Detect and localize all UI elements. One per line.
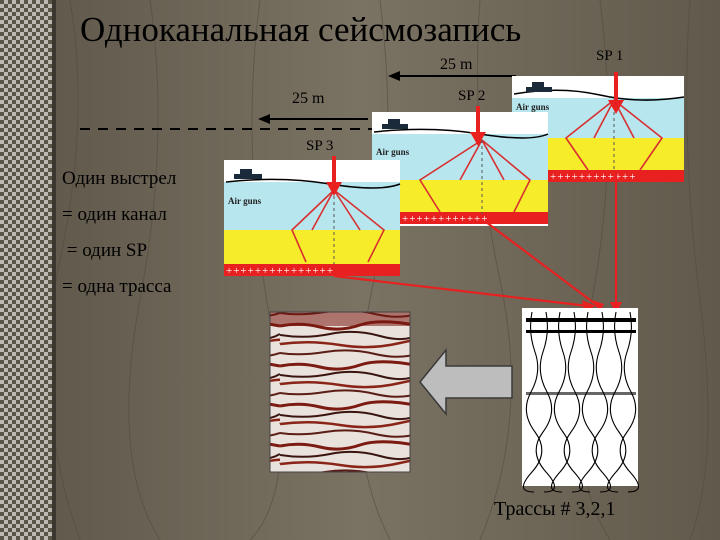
svg-text:++++++++++++: ++++++++++++ xyxy=(550,171,636,183)
shot-panel-sp2: ++++++++++++ Air guns xyxy=(372,106,549,226)
text-line-4: = одна трасса xyxy=(62,276,172,297)
distance-label-left: 25 m xyxy=(292,90,325,107)
text-line-2: = один канал xyxy=(62,204,167,225)
svg-text:Air guns: Air guns xyxy=(228,196,262,206)
distance-label-top: 25 m xyxy=(440,56,473,73)
traces-caption: Трассы # 3,2,1 xyxy=(494,498,616,520)
text-line-3: = один SP xyxy=(62,240,148,261)
svg-text:Air guns: Air guns xyxy=(376,147,410,157)
sp3-label: SP 3 xyxy=(306,138,334,154)
seismic-section-image xyxy=(269,311,411,473)
svg-text:Air guns: Air guns xyxy=(516,102,550,112)
shot-panel-sp3: +++++++++++++++ Air guns xyxy=(224,156,401,277)
text-line-1: Один выстрел xyxy=(62,168,177,189)
page-title: Одноканальная сейсмозапись xyxy=(80,10,522,49)
sp2-label: SP 2 xyxy=(458,88,486,104)
svg-text:++++++++++++: ++++++++++++ xyxy=(402,213,488,225)
svg-text:+++++++++++++++: +++++++++++++++ xyxy=(226,265,334,277)
sp1-label: SP 1 xyxy=(596,48,624,64)
left-arrow-shape xyxy=(419,347,513,417)
traces-panel xyxy=(522,308,640,493)
